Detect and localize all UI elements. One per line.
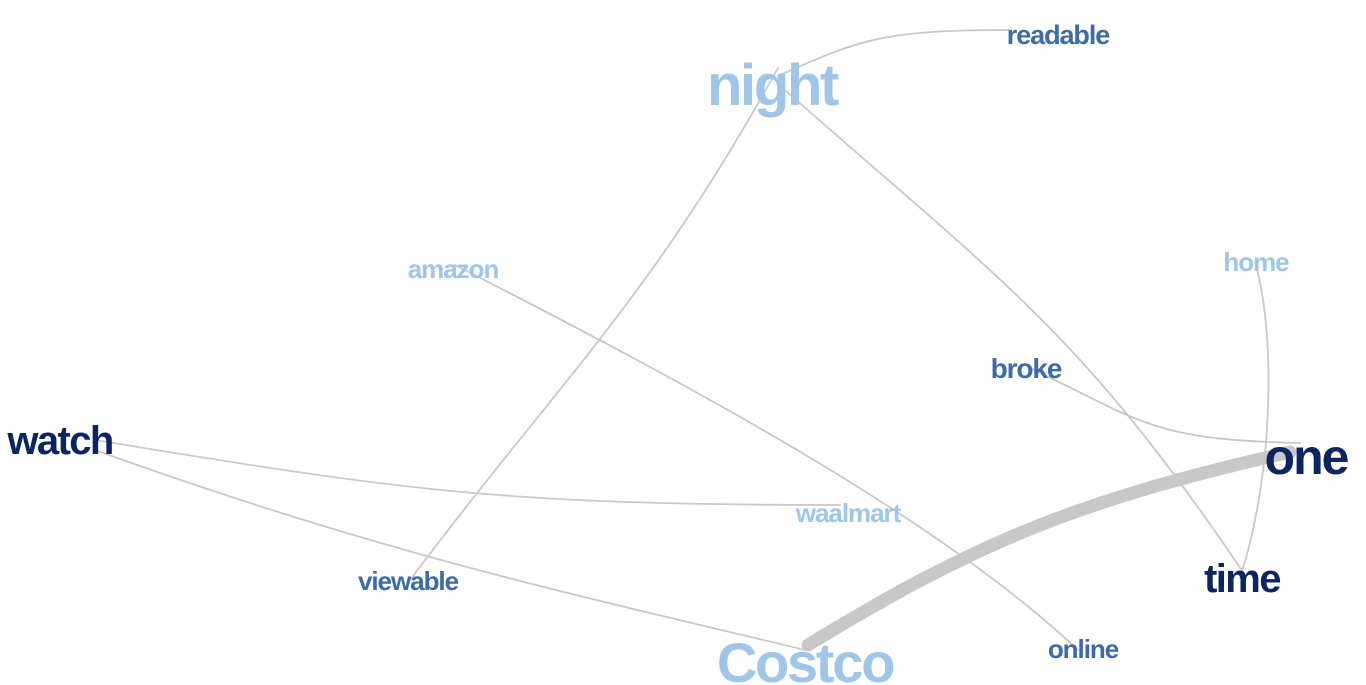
edge-night-viewable [409, 67, 779, 581]
edge-broke-one [1029, 367, 1301, 444]
node-waalmart: waalmart [795, 498, 902, 528]
node-readable: readable [1007, 20, 1110, 50]
nodes-layer: night readable amazon home broke watch o… [6, 20, 1350, 685]
edge-night-readable [779, 29, 1011, 76]
node-time: time [1204, 557, 1280, 601]
edge-watch-waalmart [94, 439, 841, 506]
node-amazon: amazon [408, 254, 499, 284]
node-one: one [1265, 429, 1349, 485]
node-online: online [1048, 634, 1119, 664]
edge-home-time [1239, 261, 1270, 579]
node-viewable: viewable [358, 566, 459, 596]
edges-layer [94, 29, 1301, 652]
node-watch: watch [6, 419, 112, 463]
edge-watch-costco [94, 449, 806, 651]
edge-amazon-online [454, 264, 1079, 651]
edge-costco-one [801, 445, 1297, 652]
node-night: night [707, 53, 839, 118]
node-costco: Costco [717, 631, 894, 685]
node-home: home [1223, 247, 1289, 277]
node-broke: broke [991, 353, 1062, 384]
